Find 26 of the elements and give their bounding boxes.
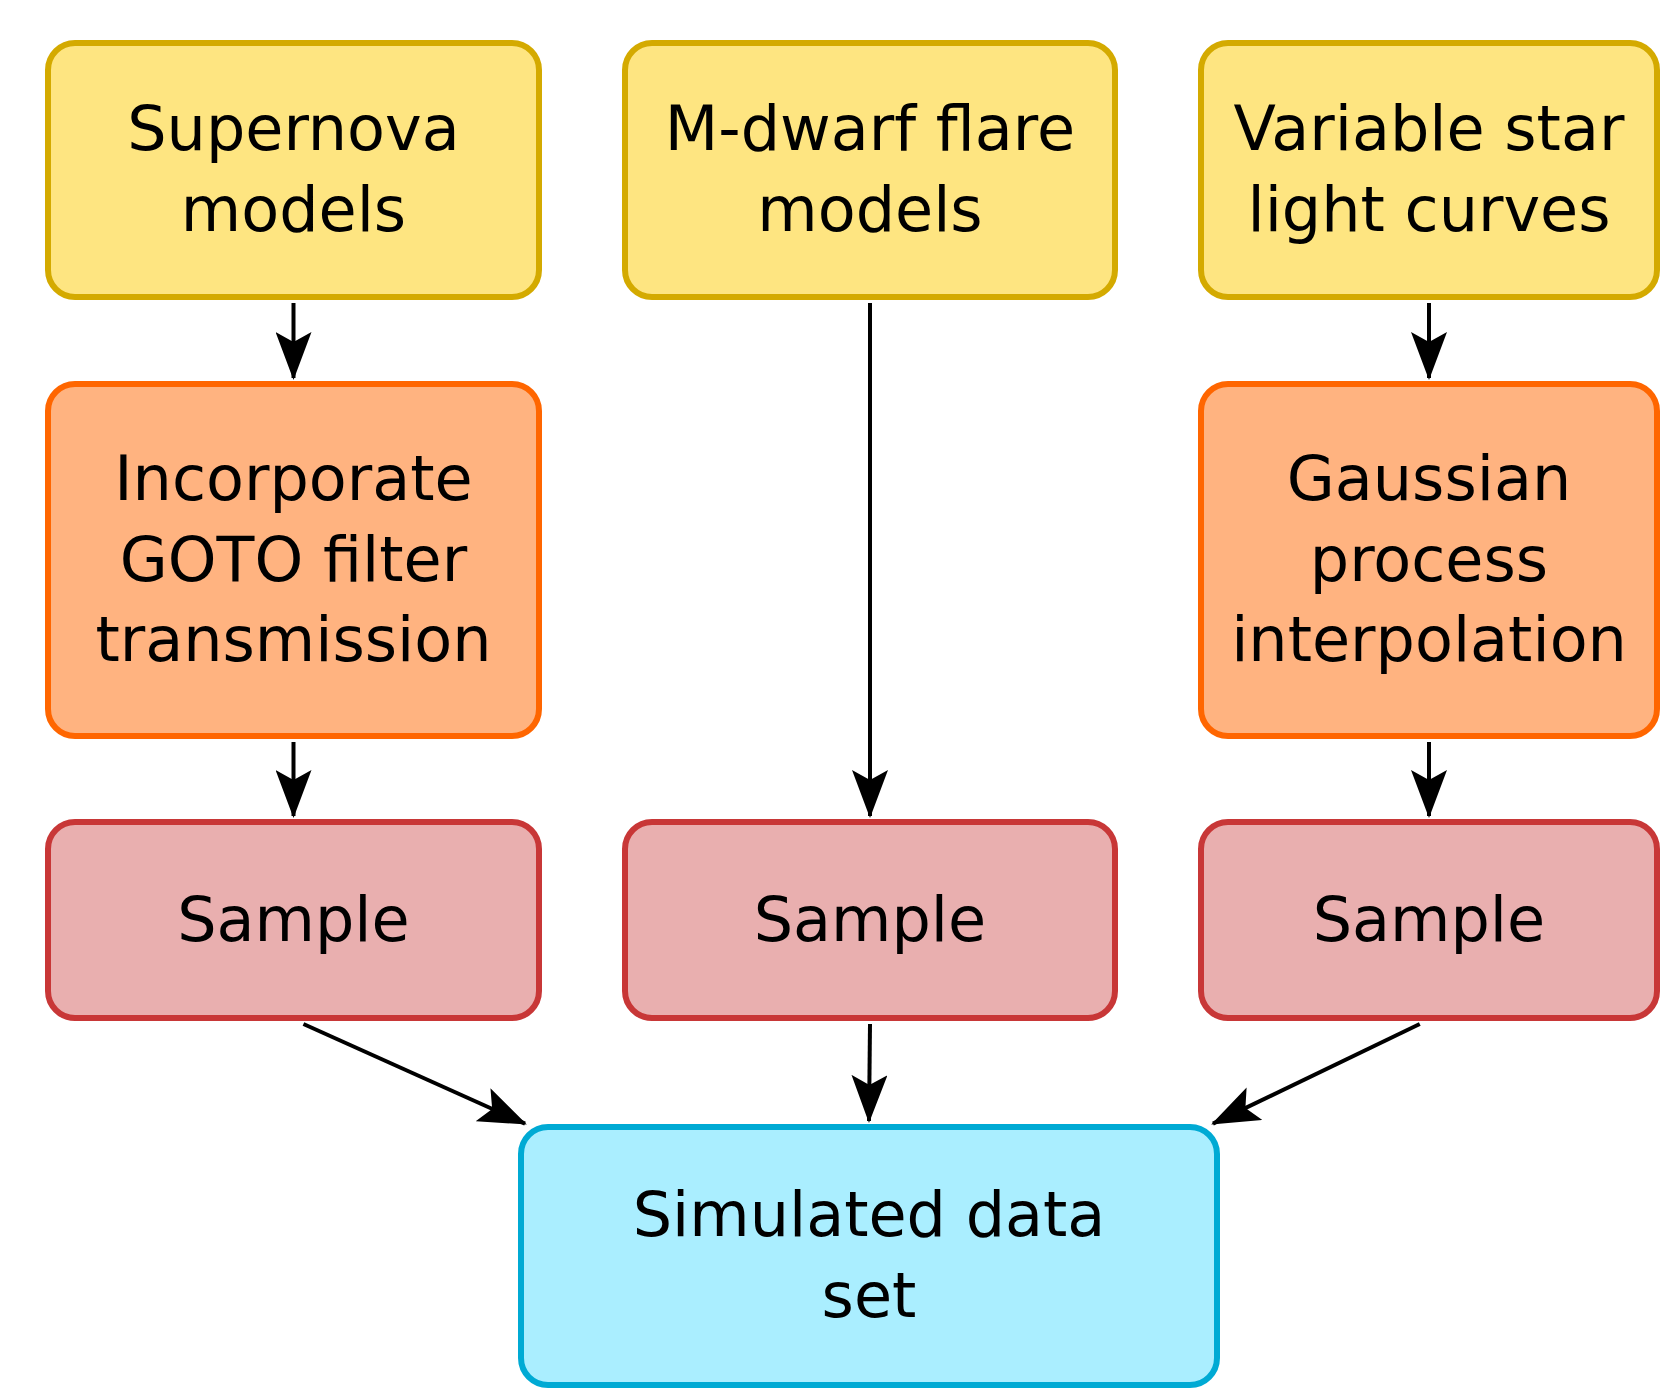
box-label: Sample — [1312, 881, 1546, 958]
arrow — [851, 1023, 888, 1123]
arrow — [852, 303, 888, 818]
box-label: Gaussian process interpolation — [1230, 441, 1628, 679]
arrow — [275, 742, 312, 818]
input-box — [1198, 40, 1660, 300]
output-box — [518, 1124, 1220, 1388]
process-box — [1198, 381, 1660, 739]
sample-box — [622, 819, 1118, 1021]
arrow — [1411, 742, 1447, 818]
arrow — [275, 303, 312, 380]
box-label: Sample — [177, 881, 410, 958]
sample-box — [45, 819, 542, 1021]
box-label: Incorporate GOTO filter transmission — [94, 441, 493, 679]
input-box — [45, 40, 542, 300]
input-box — [622, 40, 1118, 300]
arrow — [1211, 1022, 1421, 1126]
process-box — [45, 381, 542, 739]
box-label: Variable star light curves — [1232, 91, 1626, 248]
box-label: Simulated data set — [631, 1177, 1107, 1334]
arrow — [1411, 303, 1447, 380]
box-label: Supernova models — [126, 91, 461, 248]
box-label: M-dwarf flare models — [663, 91, 1077, 248]
sample-box — [1198, 819, 1660, 1021]
arrow — [302, 1022, 527, 1126]
box-label: Sample — [753, 881, 987, 958]
